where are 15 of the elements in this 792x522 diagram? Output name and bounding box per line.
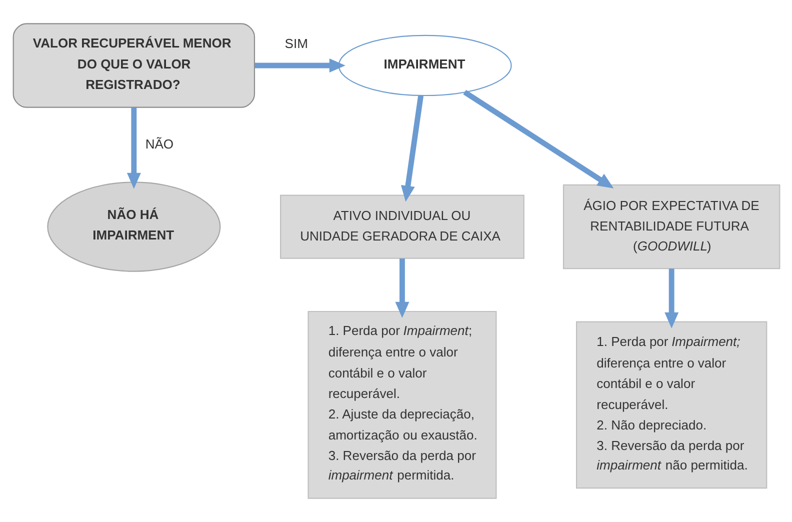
node-box: 1. Perda por Impairment; diferença entre o valor contábil e o valor recuperável. 2. Ajuste da depreciação, amortização ou exaustão. 3. Reversão da perda por impairment permitida. [307, 310, 496, 499]
node-ellipse: IMPAIRMENT [338, 34, 512, 96]
node-box: 1. Perda por Impairment; diferença entre o valor contábil e o valor recuperável. 2. Não depreciado. 3. Reversão da perda por impairment não permitida. [576, 321, 767, 489]
arrow [254, 58, 345, 72]
edge-label: NÃO [144, 136, 174, 152]
node-box: VALOR RECUPERÁVEL MENOR DO QUE O VALOR REGISTRADO? [12, 23, 255, 108]
arrow [394, 258, 409, 318]
arrow [126, 108, 140, 189]
arrow [462, 90, 614, 188]
node-box: ÁGIO POR EXPECTATIVA DE RENTABILIDADE FUTURA (GOODWILL) [562, 184, 780, 270]
node-box: ATIVO INDIVIDUAL OU UNIDADE GERADORA DE CAIXA [280, 194, 524, 259]
edge-label: SIM [284, 36, 308, 52]
node-ellipse: NÃO HÁ IMPAIRMENT [46, 182, 220, 272]
arrow [400, 95, 424, 202]
arrow [664, 268, 678, 328]
